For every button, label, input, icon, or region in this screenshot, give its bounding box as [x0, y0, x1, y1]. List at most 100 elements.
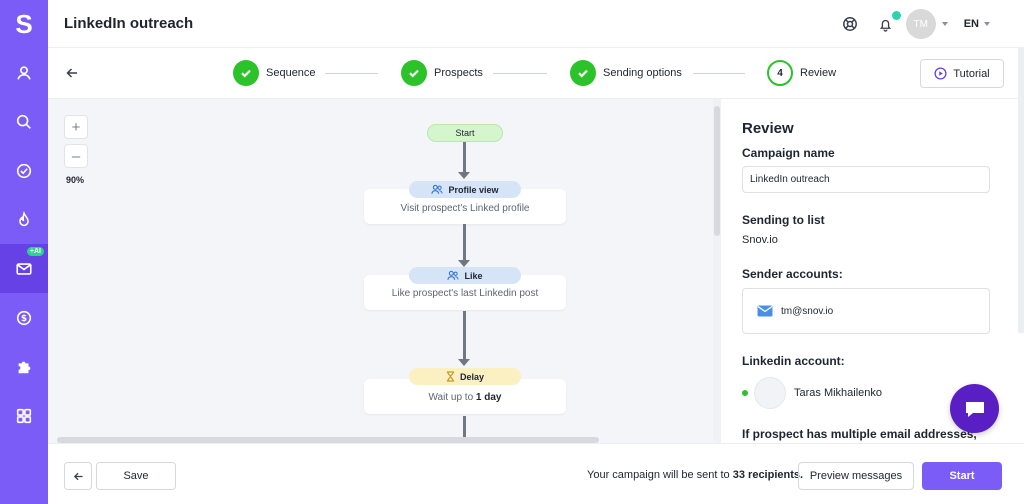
delay-prefix: Wait up to: [428, 392, 474, 403]
sidebar-item-verify[interactable]: [0, 146, 48, 195]
check-icon: [570, 60, 596, 86]
delay-duration: 1 day: [475, 392, 502, 403]
chat-button[interactable]: [950, 384, 999, 433]
step-sending-options[interactable]: Sending options: [570, 60, 682, 86]
recipients-count: 33 recipients.: [732, 469, 804, 481]
sender-email: tm@snov.io: [781, 305, 834, 317]
search-icon: [16, 114, 31, 129]
back-arrow-icon[interactable]: [64, 65, 80, 81]
users-icon: [431, 184, 444, 194]
flow-connector: [463, 224, 466, 261]
chevron-down-icon[interactable]: [984, 22, 990, 26]
notification-dot: [891, 11, 901, 20]
step-label: Review: [800, 67, 837, 79]
top-header: LinkedIn outreach TM EN: [48, 0, 1024, 48]
zoom-in-button[interactable]: +: [64, 115, 88, 139]
dollar-icon: $: [16, 310, 32, 325]
preview-messages-button[interactable]: Preview messages: [798, 462, 914, 490]
step-card-text: Visit prospect's Linked profile: [400, 203, 530, 214]
mail-icon: [757, 305, 773, 317]
multiple-emails-heading: If prospect has multiple email addresses…: [742, 427, 977, 441]
canvas-horizontal-scrollbar[interactable]: [57, 437, 599, 443]
flow-connector: [463, 416, 466, 443]
check-icon: [401, 60, 427, 86]
sender-account-item: tm@snov.io: [742, 288, 990, 334]
page-scrollbar[interactable]: [1018, 48, 1024, 333]
page-title: LinkedIn outreach: [64, 15, 194, 32]
campaign-name-field[interactable]: LinkedIn outreach: [742, 166, 990, 193]
back-arrow-icon: [73, 472, 83, 480]
save-button[interactable]: Save: [96, 462, 176, 490]
sender-accounts-label: Sender accounts:: [742, 267, 843, 281]
step-sequence[interactable]: Sequence: [233, 60, 316, 86]
online-status-dot: [742, 390, 748, 396]
play-icon: [934, 67, 947, 80]
linkedin-account-label: Linkedin account:: [742, 354, 845, 368]
step-card-text: Wait up to 1 day: [364, 392, 566, 403]
campaign-name-label: Campaign name: [742, 146, 835, 160]
header-actions: TM EN: [840, 0, 1024, 48]
notifications-button[interactable]: [876, 11, 901, 34]
step-pill-delay: Delay: [409, 368, 521, 385]
sidebar-item-integrations[interactable]: [0, 342, 48, 391]
chevron-down-icon[interactable]: [941, 22, 948, 26]
help-button[interactable]: [840, 14, 860, 34]
grid-icon: [16, 408, 32, 423]
sidebar-item-warmup[interactable]: [0, 195, 48, 244]
step-connector: [325, 73, 378, 74]
step-number: 4: [767, 60, 793, 86]
tutorial-label: Tutorial: [953, 67, 990, 80]
svg-text:$: $: [21, 314, 27, 324]
sidebar-item-campaigns[interactable]: +AI: [0, 244, 48, 293]
pill-label: Profile view: [448, 184, 499, 195]
canvas-scroll-track: [713, 99, 721, 443]
sidebar-item-apps[interactable]: [0, 391, 48, 440]
tutorial-button[interactable]: Tutorial: [920, 59, 1004, 88]
sidebar-item-search[interactable]: [0, 97, 48, 146]
start-node[interactable]: Start: [427, 124, 503, 142]
recipients-info: Your campaign will be sent to 33 recipie…: [587, 469, 803, 481]
zoom-out-button[interactable]: –: [64, 144, 88, 168]
step-connector: [693, 73, 745, 74]
step-review[interactable]: 4 Review: [767, 60, 836, 86]
step-pill-like: Like: [409, 267, 521, 284]
step-prospects[interactable]: Prospects: [401, 60, 483, 86]
flow-connector: [463, 311, 466, 361]
linkedin-avatar: [754, 377, 786, 409]
start-button[interactable]: Start: [922, 462, 1002, 490]
ai-badge: +AI: [26, 247, 44, 256]
puzzle-icon: [18, 361, 31, 373]
user-icon: [17, 65, 31, 80]
review-title: Review: [742, 120, 794, 137]
sidebar: S +AI $: [0, 0, 48, 504]
avatar[interactable]: TM: [905, 9, 936, 39]
pill-label: Like: [464, 270, 483, 281]
footer-back-button[interactable]: [64, 462, 92, 490]
arrow-down-icon: [458, 260, 470, 267]
arrow-down-icon: [458, 172, 470, 179]
arrow-down-icon: [458, 359, 470, 366]
step-label: Prospects: [434, 67, 483, 79]
linkedin-account-name: Taras Mikhailenko: [794, 387, 883, 399]
step-connector: [493, 73, 547, 74]
app-logo[interactable]: S: [15, 8, 33, 39]
sidebar-item-deals[interactable]: $: [0, 293, 48, 342]
sending-to-label: Sending to list: [742, 213, 825, 227]
canvas-vertical-scrollbar[interactable]: [714, 106, 720, 236]
linkedin-account-item: Taras Mikhailenko: [742, 377, 883, 409]
check-icon: [233, 60, 259, 86]
language-selector[interactable]: EN: [963, 18, 979, 30]
check-circle-icon: [16, 163, 32, 178]
step-label: Sequence: [266, 67, 316, 79]
step-label: Sending options: [603, 67, 682, 79]
flow-connector: [463, 142, 466, 173]
sidebar-item-prospects[interactable]: [0, 48, 48, 97]
step-pill-profile-view: Profile view: [409, 181, 521, 198]
bell-icon: [880, 19, 892, 32]
mail-icon: [16, 262, 32, 275]
users-icon: [447, 270, 460, 280]
hourglass-icon: [446, 371, 455, 382]
sequence-canvas[interactable]: + – 90% Start Visit prospect's Linked pr…: [48, 99, 713, 443]
sending-to-value: Snov.io: [742, 234, 778, 246]
flame-icon: [19, 210, 29, 226]
